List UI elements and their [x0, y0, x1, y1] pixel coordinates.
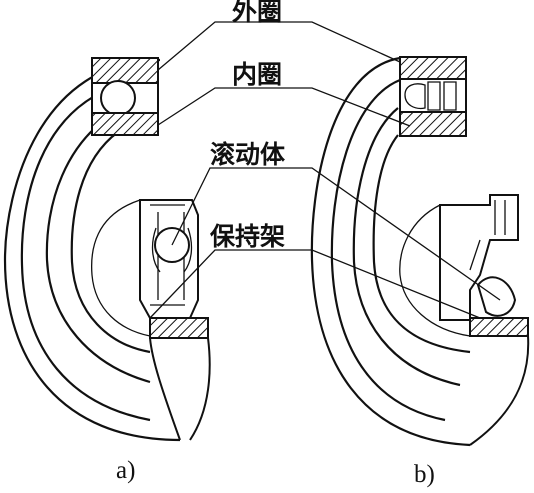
label-inner-ring: 内圈: [232, 60, 282, 89]
subfigure-label-a: a): [116, 457, 135, 484]
subfigure-label-b: b): [414, 461, 435, 488]
label-outer-ring: 外圈: [232, 0, 282, 26]
bearing-b-cage-section: [439, 194, 519, 321]
bearing-a-inner-ring: [45, 109, 151, 384]
bearing-a-outer-ring-section: [91, 57, 159, 84]
label-cage: 保持架: [209, 222, 285, 251]
bearing-a-bottom-edge-2: [189, 337, 211, 441]
bearing-b-cage-top: [427, 81, 457, 111]
bearing-b-bottom-edge: [469, 335, 530, 446]
bearing-b-inner-ring-section-bottom: [469, 317, 529, 337]
bearing-b-roller-top: [404, 83, 426, 110]
leader-outer-ring: [157, 21, 401, 71]
bearing-b-inner-ring-section: [399, 111, 467, 137]
label-rolling-element: 滚动体: [210, 140, 286, 169]
bearing-b-outer-ring-section: [399, 56, 467, 80]
bearing-b-outer-ring: [310, 56, 471, 447]
bearing-b-inner-ring-inner-edge: [372, 134, 471, 354]
bearing-a-ball-pocket: [151, 227, 193, 273]
bearing-b-roller-bottom: [476, 276, 517, 317]
bearing-a-cage-detail: [150, 204, 185, 306]
bearing-a-inner-ring-section-bottom: [149, 317, 209, 339]
bearing-a-bottom-edge: [149, 337, 181, 441]
leader-cage: [149, 249, 481, 319]
bearing-a-inner-ring-inner-edge: [70, 131, 151, 354]
bearing-b-inner-ring: [352, 107, 461, 387]
bearing-a-inner-ring-section: [91, 112, 159, 136]
bearing-a: [3, 57, 211, 442]
bearing-b-bore: [399, 204, 471, 337]
bearing-b-outer-ring-inner-edge: [330, 78, 446, 422]
leader-inner-ring: [157, 87, 411, 127]
bearing-a-ball-top: [100, 80, 136, 116]
bearing-a-bore: [91, 199, 151, 337]
bearing-a-outer-ring-inner-edge: [20, 83, 151, 422]
bearing-b: [310, 56, 530, 447]
bearing-a-outer-ring: [3, 58, 181, 442]
leader-rolling-element: [171, 167, 501, 301]
leader-lines: [149, 21, 501, 319]
bearing-b-cage-detail: [469, 200, 506, 271]
